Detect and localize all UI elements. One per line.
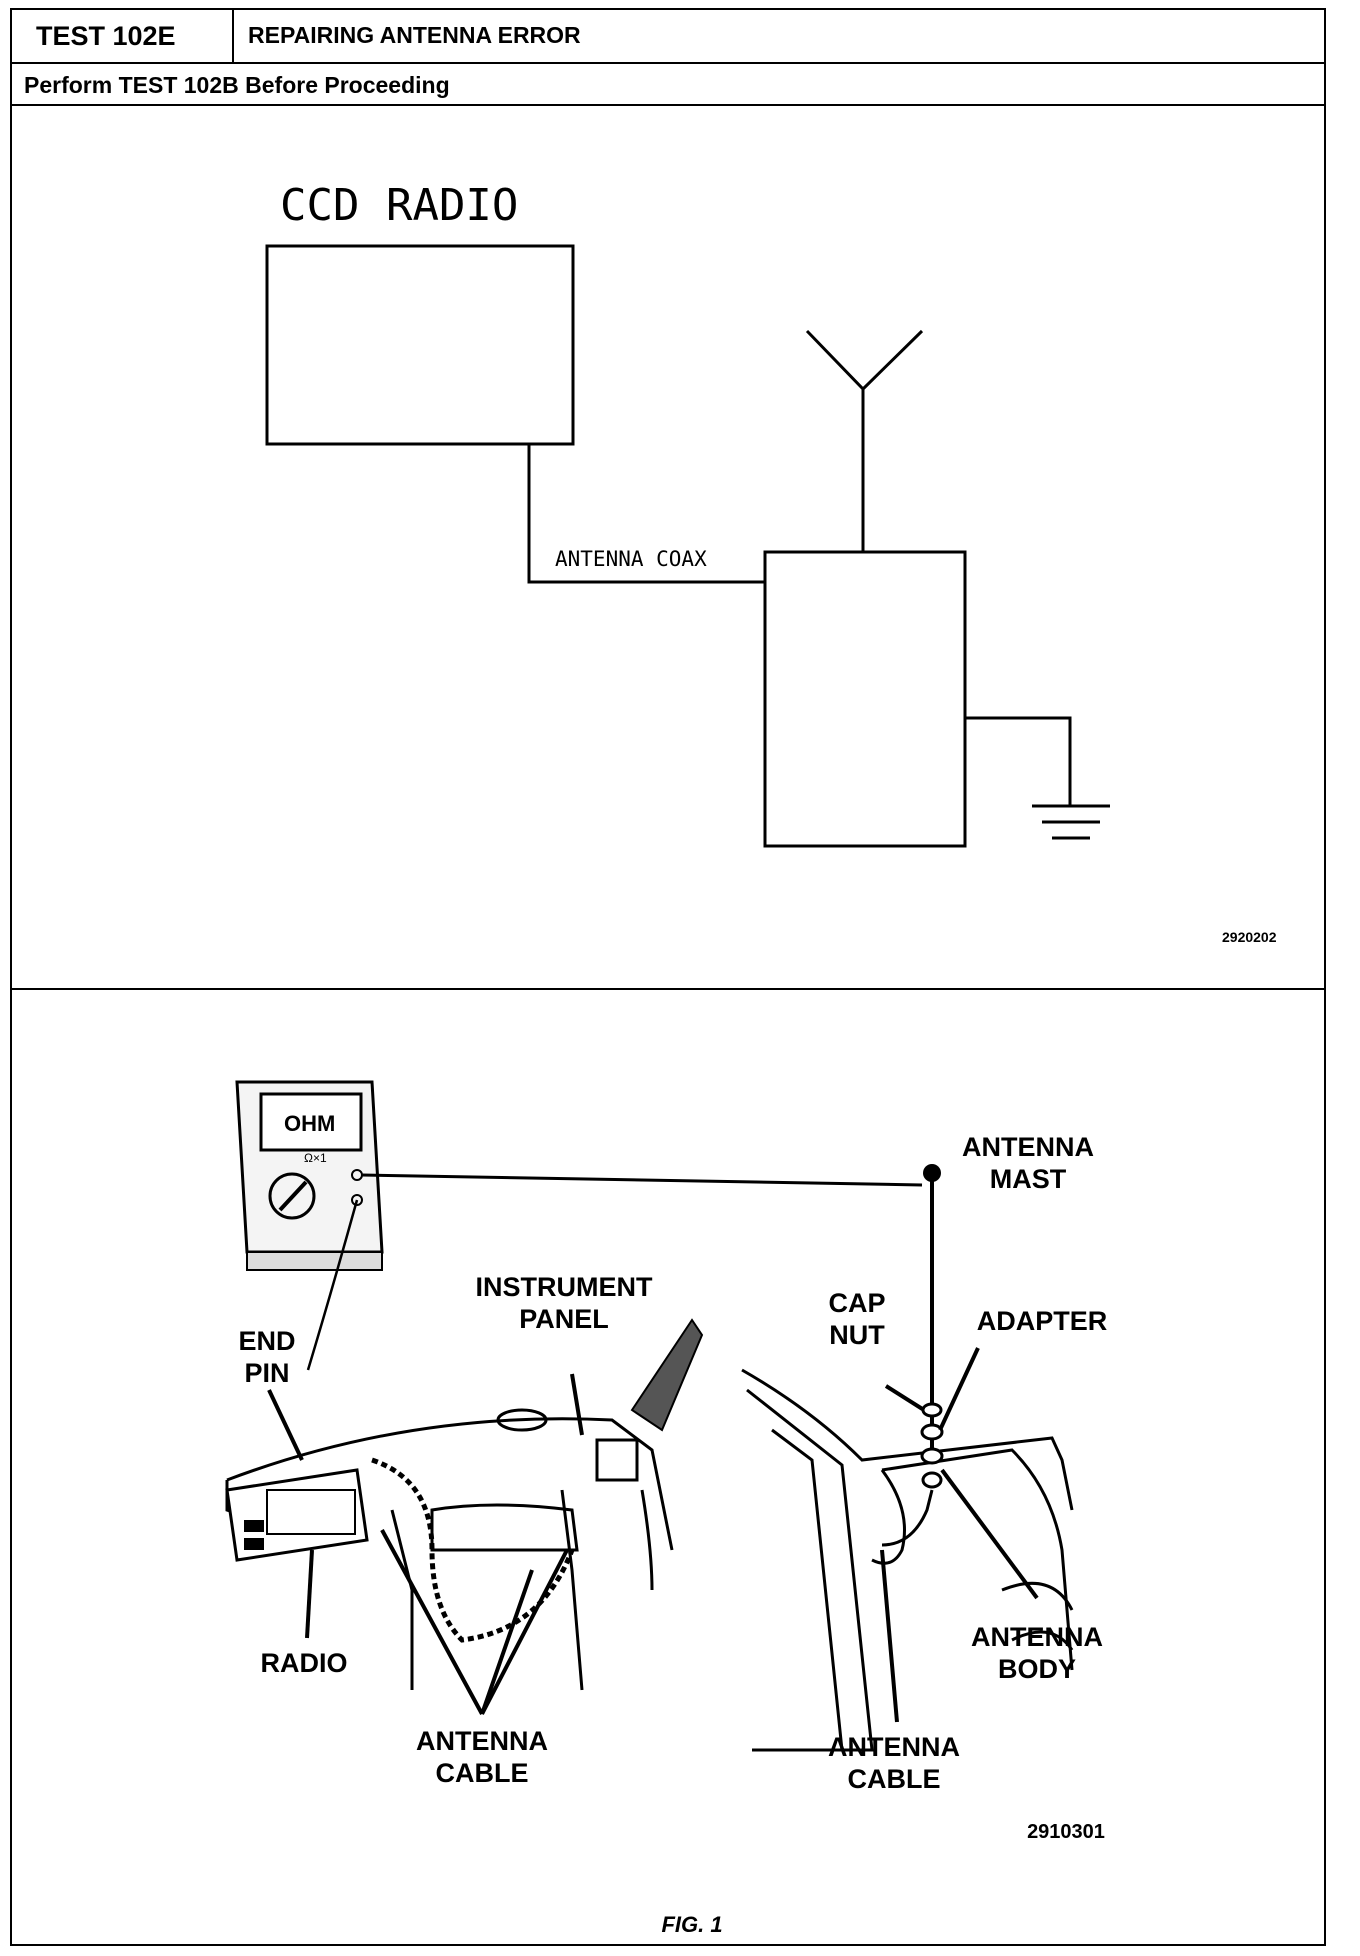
antenna-symbol-icon bbox=[805, 329, 924, 552]
radio-unit bbox=[225, 1468, 369, 1562]
label-instrument-panel-line1: INSTRUMENT bbox=[476, 1272, 653, 1302]
label-antenna-cable-left-line1: ANTENNA bbox=[416, 1726, 548, 1756]
coax-line bbox=[527, 444, 765, 584]
coax-label: ANTENNA COAX bbox=[555, 547, 707, 571]
radio-box bbox=[265, 244, 575, 446]
meter-range-text: Ω×1 bbox=[304, 1151, 327, 1165]
figure-caption: FIG. 1 bbox=[661, 1912, 722, 1937]
label-antenna-mast-line2: MAST bbox=[990, 1164, 1067, 1194]
antenna-body-parts bbox=[920, 1402, 944, 1489]
label-antenna-cable-right-line1: ANTENNA bbox=[828, 1732, 960, 1762]
illustration-code: 2910301 bbox=[1027, 1821, 1105, 1843]
antenna-cable-right bbox=[881, 1489, 934, 1547]
label-cap-nut-line2: NUT bbox=[829, 1320, 885, 1350]
prerequisite-text: Perform TEST 102B Before Proceeding bbox=[24, 72, 450, 98]
label-antenna-body-line2: BODY bbox=[998, 1654, 1076, 1684]
label-adapter: ADAPTER bbox=[977, 1306, 1108, 1336]
leader-lines bbox=[267, 1347, 1039, 1723]
dashboard bbox=[225, 1408, 674, 1691]
test-title: REPAIRING ANTENNA ERROR bbox=[248, 22, 581, 48]
page-frame: TEST 102E REPAIRING ANTENNA ERROR Perfor… bbox=[10, 8, 1326, 1946]
label-antenna-body-line1: ANTENNA bbox=[971, 1622, 1103, 1652]
illustration-panel: OHM Ω×1 bbox=[12, 990, 1324, 1946]
label-instrument-panel-line2: PANEL bbox=[519, 1304, 609, 1334]
antenna-module-box bbox=[763, 550, 967, 848]
label-cap-nut-line1: CAP bbox=[828, 1288, 885, 1318]
schematic-code: 2920202 bbox=[1222, 929, 1277, 945]
a-pillar bbox=[630, 1318, 704, 1432]
label-radio: RADIO bbox=[261, 1648, 348, 1678]
schematic-panel: CCD RADIO ANTENNA COAX 2920202 bbox=[12, 106, 1324, 990]
label-antenna-cable-left-line2: CABLE bbox=[436, 1758, 529, 1788]
fender-body bbox=[741, 1368, 1074, 1752]
label-antenna-cable-right-line2: CABLE bbox=[848, 1764, 941, 1794]
test-id: TEST 102E bbox=[12, 10, 234, 62]
ground-icon bbox=[965, 716, 1110, 840]
ohmmeter-icon bbox=[235, 1080, 384, 1271]
header-row: TEST 102E REPAIRING ANTENNA ERROR bbox=[12, 10, 1324, 64]
test-lead-mast bbox=[361, 1173, 923, 1187]
meter-display-text: OHM bbox=[284, 1111, 335, 1136]
antenna-test-illustration: OHM Ω×1 bbox=[225, 1080, 1108, 1937]
prerequisite-row: Perform TEST 102B Before Proceeding bbox=[12, 64, 1324, 106]
label-antenna-mast-line1: ANTENNA bbox=[962, 1132, 1094, 1162]
label-end-pin-line1: END bbox=[238, 1326, 295, 1356]
label-end-pin-line2: PIN bbox=[244, 1358, 289, 1388]
test-lead-end-pin bbox=[306, 1199, 359, 1371]
radio-label: CCD RADIO bbox=[280, 180, 518, 231]
schematic-diagram: CCD RADIO ANTENNA COAX 2920202 bbox=[265, 180, 1277, 945]
